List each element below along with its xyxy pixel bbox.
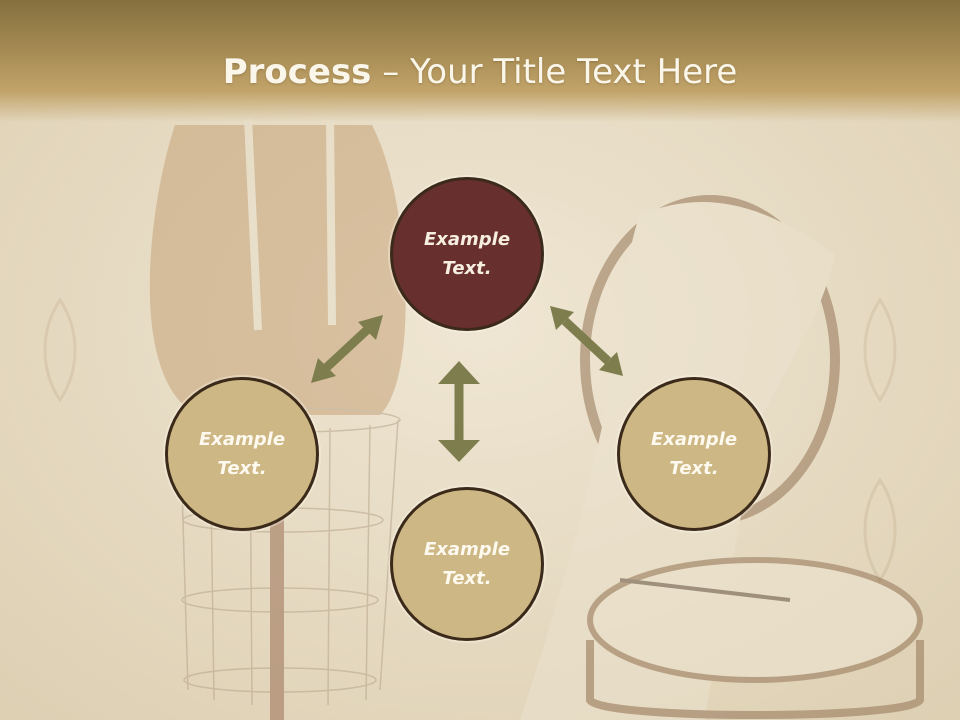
node-top-label: Example Text. [423, 229, 511, 279]
node-right-circle[interactable]: Example Text. [617, 377, 771, 531]
node-left-circle[interactable]: Example Text. [165, 377, 319, 531]
title-rest: – Your Title Text Here [371, 52, 738, 92]
node-bottom-circle[interactable]: Example Text. [390, 487, 544, 641]
node-left-label: Example Text. [198, 429, 286, 479]
wallpaper-pattern [43, 297, 897, 583]
node-right-label: Example Text. [650, 429, 738, 479]
node-bottom-label: Example Text. [423, 539, 511, 589]
title-bold: Process [222, 52, 372, 92]
title-bar [0, 0, 960, 122]
slide-title[interactable]: Process – Your Title Text Here [0, 52, 960, 92]
node-top-circle[interactable]: Example Text. [390, 177, 544, 331]
